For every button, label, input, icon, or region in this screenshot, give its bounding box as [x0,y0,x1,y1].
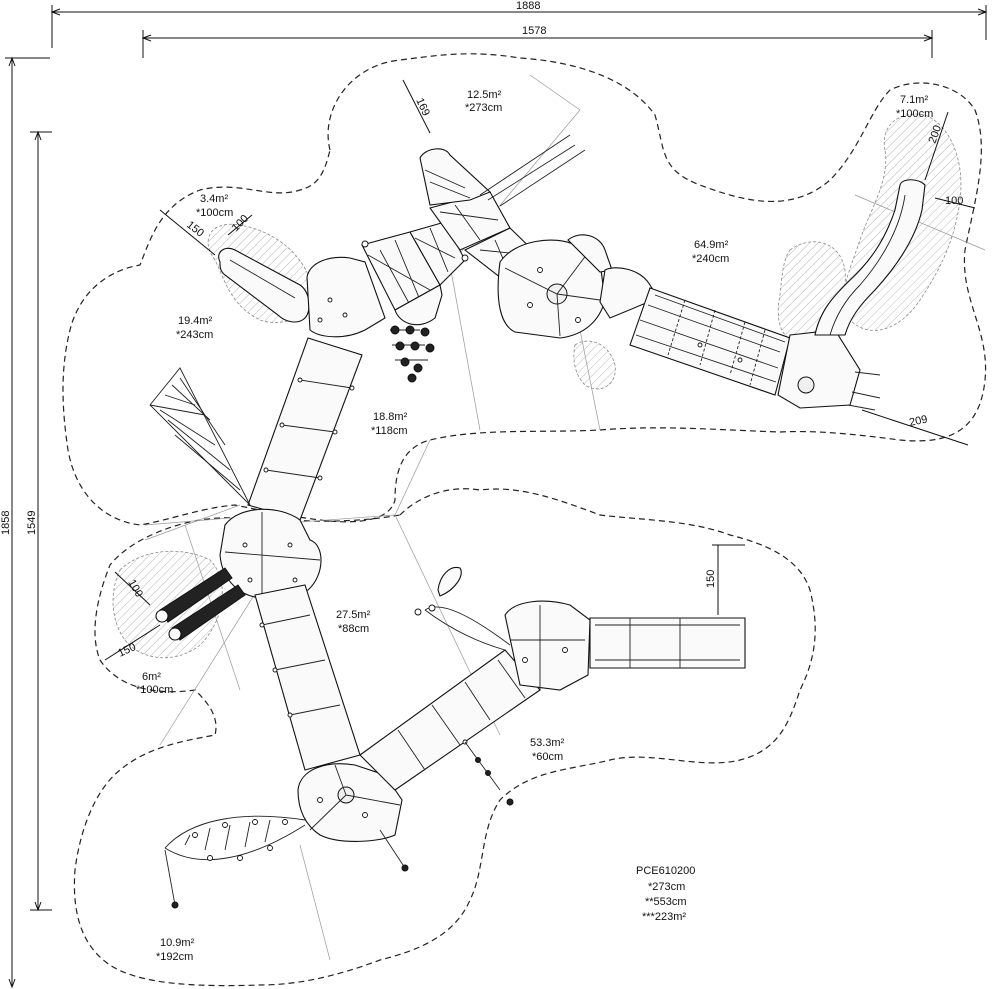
zone-label-7-1: 7.1m² *100cm [896,94,933,120]
product-height-1: *273cm [648,881,685,893]
zone-label-18-8: 18.8m² *118cm [371,411,408,437]
zone-height: *88cm [338,623,369,635]
platform-right-end [777,179,926,411]
dimension-inner-height: 1549 [26,130,52,912]
zone-area: 3.4m² [200,193,228,205]
zone-area: 6m² [142,671,161,683]
safety-zone-lower [73,488,816,987]
zone-height: *60cm [532,751,563,763]
dimension-overall-width: 1888 [50,0,988,48]
zone-height: *240cm [692,253,729,265]
zone-height: *118cm [371,425,407,437]
slide-upper-left [218,247,310,323]
dim-200-label: 200 [927,124,945,145]
zone-label-6: 6m² *100cm [136,671,173,696]
bridge-diagonal-upper [247,337,363,521]
inner-width-label: 1578 [522,25,546,37]
dimension-inner-width: 1578 [141,25,934,58]
overall-width-label: 1888 [516,0,540,12]
zone-area: 18.8m² [373,411,408,423]
zone-height: *100cm [896,108,933,120]
zone-label-12-5: 12.5m² *273cm [465,89,502,114]
zone-area: 7.1m² [900,94,928,106]
dim-100-right: 100 [934,195,976,209]
platform-central-hub [219,508,322,599]
overall-height-label: 1858 [0,511,12,535]
dim-209: 209 [861,409,969,446]
dim-169-label: 169 [413,96,432,118]
dim-150-right-label: 150 [705,570,717,588]
dimension-overall-height: 1858 [0,56,50,989]
dim-100-right-label: 100 [945,195,963,207]
zone-label-10-9: 10.9m² *192cm [156,937,195,963]
zone-height: *243cm [176,329,213,341]
ring-toy [414,566,511,651]
product-code: PCE610200 [636,865,695,877]
zone-height: *100cm [136,684,173,696]
zone-label-53-3: 53.3m² *60cm [530,737,565,763]
platform-lower-hub [297,763,403,842]
safety-zone-upper [62,53,987,526]
zone-area: 53.3m² [530,737,565,749]
zone-area: 27.5m² [336,609,371,621]
zone-area: 64.9m² [694,239,729,251]
zone-area: 10.9m² [160,937,195,949]
double-slide-left [155,567,246,641]
platform-lower-right [504,600,746,691]
zone-height: *192cm [156,951,193,963]
dim-209-label: 209 [908,413,928,429]
deck-chain-upper [306,134,586,338]
zone-label-64-9: 64.9m² *240cm [692,239,729,265]
hanging-toys [390,325,435,383]
zone-area: 19.4m² [178,315,213,327]
platform-center-top [497,234,659,339]
product-area: ***223m² [642,911,686,923]
dim-169: 169 [402,79,432,134]
inner-height-label: 1549 [26,511,38,535]
zone-label-3-4: 3.4m² *100cm [196,193,233,219]
bridge-upper-right [629,287,791,396]
zone-label-27-5: 27.5m² *88cm [336,609,371,635]
zone-label-19-4: 19.4m² *243cm [176,315,213,341]
zone-height: *100cm [196,207,233,219]
zone-height: *273cm [465,102,502,114]
dim-200: 200 [924,111,949,181]
rope-bridge-lower-left [164,815,409,909]
product-height-2: **553cm [645,896,687,908]
product-info: PCE610200 *273cm **553cm ***223m² [636,865,695,923]
dim-150-top-label: 150 [184,219,206,240]
bridge-lower-right [359,649,541,806]
rope-net-left [149,367,251,506]
dim-150-right: 150 [705,544,745,615]
zone-area: 12.5m² [467,89,502,101]
